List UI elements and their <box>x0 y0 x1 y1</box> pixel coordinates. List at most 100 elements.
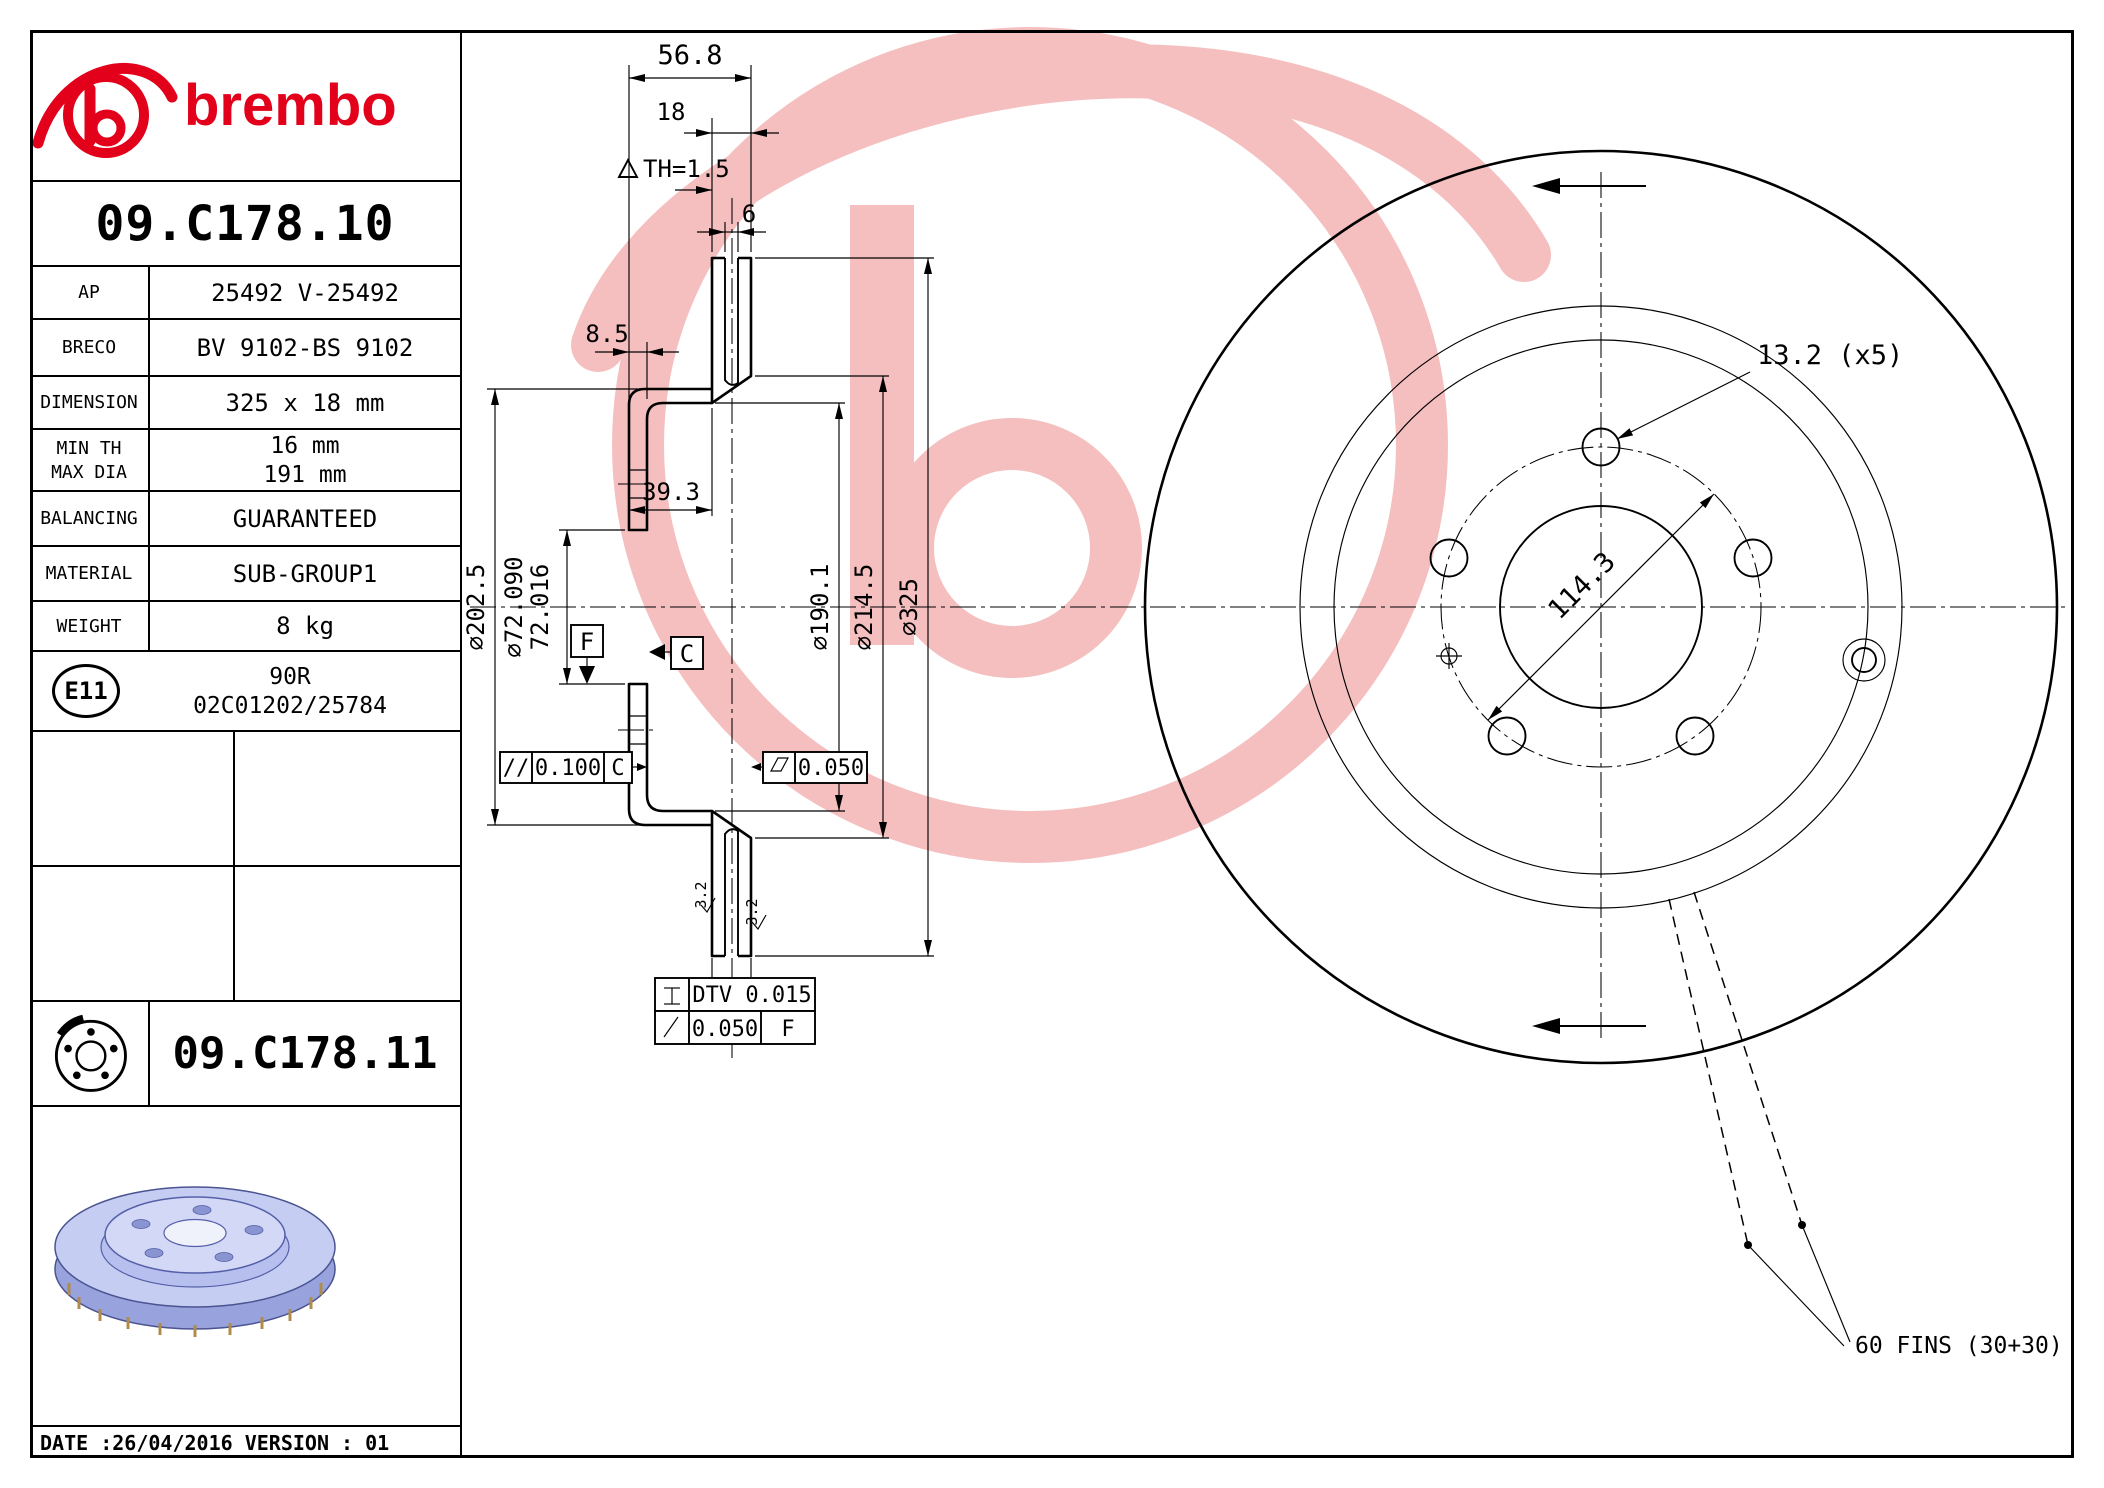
watermark-b-bowl <box>882 418 1142 678</box>
spec-value-balancing: GUARANTEED <box>232 504 378 533</box>
empty-row-1 <box>30 730 460 865</box>
disc-outer-circle <box>1143 149 2059 1065</box>
bolt-hole-2 <box>1733 538 1773 578</box>
section-view-geometry <box>618 256 753 958</box>
rotation-arrow-top <box>1532 178 1646 194</box>
hat-edge-circle <box>1333 339 1869 875</box>
datum-f: F <box>570 624 604 684</box>
dim-outer-dia: ⌀325 <box>895 578 923 636</box>
spec-label-max-dia: MAX DIA <box>51 461 127 483</box>
homologation-row: E11 90R 02C01202/25784 <box>30 650 460 730</box>
spec-value-ap: 25492 V-25492 <box>211 278 399 307</box>
section-dim-texts: 56.8 18 TH=1.5 6 8.5 39.3 ⌀202.5 ⌀72.090… <box>462 40 923 930</box>
vent-openings <box>67 1283 323 1337</box>
centerlines <box>470 172 2066 1058</box>
variant-row: 09.C178.11 <box>30 1000 460 1105</box>
spec-label-ap: AP <box>30 267 150 318</box>
rotation-arrow-bottom <box>1532 1018 1646 1034</box>
dim-bore-min: 72.016 <box>526 564 554 651</box>
parallelism-value: 0.100 <box>535 756 601 781</box>
bolt-hole-3 <box>1675 716 1715 756</box>
render-bolt-holes <box>131 1205 264 1262</box>
disc-3d-render <box>54 1186 336 1337</box>
flatness-frame: 0.050 <box>751 751 868 784</box>
e11-badge: E11 <box>52 664 120 718</box>
spec-value-min-th: 16 mm <box>270 432 340 459</box>
pcd-value: 114.3 <box>1542 546 1621 625</box>
datum-f-triangle-icon <box>579 666 595 684</box>
runout-frame: 0.050 F <box>654 1010 816 1045</box>
variant-part-number: 09.C178.11 <box>172 1028 438 1079</box>
runout-value: 0.050 <box>692 1017 758 1042</box>
spec-row-ap: AP 25492 V-25492 <box>30 265 460 318</box>
homologation-line2: 02C01202/25784 <box>193 692 387 719</box>
spec-value-max-dia: 191 mm <box>263 461 347 488</box>
parallelism-frame: // 0.100 C <box>499 751 647 784</box>
friction-band-inner-circle <box>1299 305 1903 909</box>
dimension-lines <box>491 74 932 956</box>
dim-min-th: TH=1.5 <box>643 155 730 183</box>
spec-label-min-th: MIN TH <box>56 437 122 459</box>
homologation-line1: 90R <box>269 663 311 690</box>
dtv-frame: DTV 0.015 <box>654 977 816 1012</box>
brand-header: brembo <box>30 30 460 180</box>
parallelism-datum: C <box>611 756 624 781</box>
dim-bore-max: ⌀72.090 <box>500 556 528 657</box>
locating-hole <box>1436 643 1462 669</box>
dim-thickness: 18 <box>657 98 686 126</box>
roughness-icon-1 <box>700 897 716 913</box>
roughness-note-2: 3.2 <box>743 898 761 925</box>
brembo-watermark <box>571 27 1551 863</box>
fins-note: 60 FINS (30+30) <box>1855 1333 2063 1359</box>
dim-vent-width: 6 <box>742 200 756 228</box>
spec-value-dimension: 325 x 18 mm <box>225 388 385 417</box>
brembo-wordmark: brembo <box>184 72 397 138</box>
pcd-dim-line <box>1487 493 1715 721</box>
spec-label-material: MATERIAL <box>30 547 150 600</box>
spec-row-minth-maxdia: MIN TH MAX DIA 16 mm 191 mm <box>30 428 460 490</box>
roughness-note-1: 3.2 <box>692 881 710 908</box>
part-number-row: 09.C178.10 <box>30 180 460 265</box>
spec-value-material: SUB-GROUP1 <box>232 559 378 588</box>
empty-row-2 <box>30 865 460 1000</box>
dtv-value: DTV 0.015 <box>692 983 811 1008</box>
bolt-note: 13.2 (x5) <box>1757 340 1903 371</box>
wear-triangle-icon <box>617 157 639 178</box>
spec-value-breco: BV 9102-BS 9102 <box>196 333 414 362</box>
datum-c-label: C <box>680 640 694 668</box>
bolt-circle <box>1440 446 1762 768</box>
date-bar: DATE :26/04/2016 VERSION : 01 <box>30 1425 460 1458</box>
dim-inner-dia-2: ⌀214.5 <box>850 564 878 651</box>
datum-c-triangle-icon <box>649 644 665 660</box>
dim-inner-dia-1: ⌀190.1 <box>806 564 834 651</box>
product-photo-area <box>30 1105 460 1425</box>
datum-c: C <box>649 636 704 670</box>
bolt-hole-5 <box>1429 538 1469 578</box>
disc-icon <box>54 1014 127 1092</box>
spec-label-breco: BRECO <box>30 320 150 375</box>
watermark-swoosh <box>571 44 1551 372</box>
bolt-hole-1 <box>1581 427 1621 467</box>
parallelism-symbol: // <box>503 756 530 781</box>
brembo-logo-icon <box>32 62 178 158</box>
spec-row-material: MATERIAL SUB-GROUP1 <box>30 545 460 600</box>
runout-datum: F <box>781 1017 794 1042</box>
spec-label-dimension: DIMENSION <box>30 377 150 428</box>
parallelism-leader-arrow <box>637 763 647 771</box>
flatness-symbol-icon <box>770 757 789 772</box>
dim-hat-od: ⌀202.5 <box>462 564 490 651</box>
spec-label-weight: WEIGHT <box>30 602 150 650</box>
spec-row-dimension: DIMENSION 325 x 18 mm <box>30 375 460 428</box>
datum-f-label: F <box>580 628 594 656</box>
fins-callout: 60 FINS (30+30) <box>1668 891 2063 1359</box>
flatness-value: 0.050 <box>798 756 864 781</box>
spec-panel: brembo 09.C178.10 AP 25492 V-25492 BRECO… <box>30 30 462 1458</box>
part-number: 09.C178.10 <box>95 195 395 252</box>
spec-value-weight: 8 kg <box>276 612 334 640</box>
roughness-icon-2 <box>751 914 767 930</box>
service-hole <box>1842 638 1886 682</box>
runout-symbol-icon <box>663 1016 679 1038</box>
front-view: 13.2 (x5) 114.3 60 FINS (30+30) <box>1143 149 2063 1359</box>
